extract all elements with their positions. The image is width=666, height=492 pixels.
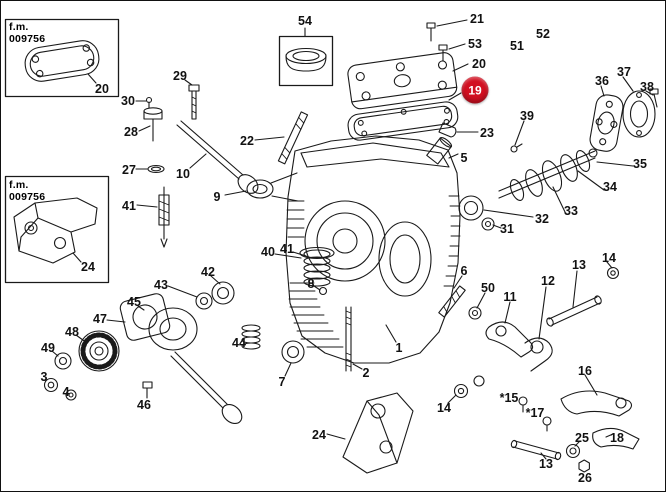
part-callout-13: 13 xyxy=(572,258,586,272)
part-callout-2: 2 xyxy=(362,366,370,380)
cylinder-head-body xyxy=(224,135,461,364)
part-callout-10: 10 xyxy=(176,167,190,181)
part-callout-18: 18 xyxy=(610,431,624,445)
part-callout-49: 49 xyxy=(41,341,55,355)
part-callout-40: 40 xyxy=(261,245,275,259)
part-callout-42: 42 xyxy=(201,265,215,279)
side-stud xyxy=(438,275,486,320)
selected-part-marker-19[interactable]: 19 xyxy=(461,76,489,104)
part-callout-12: 12 xyxy=(541,274,555,288)
part-callout-4: 4 xyxy=(62,385,70,399)
cover-screws xyxy=(426,19,468,62)
part-callout-51: 51 xyxy=(510,39,524,53)
breather-valve xyxy=(438,122,479,138)
inset-cover-box xyxy=(4,18,120,98)
detent-pin xyxy=(510,120,525,153)
part-callout-15: *15 xyxy=(499,391,519,405)
part-callout-36: 36 xyxy=(595,74,609,88)
valve-cover-assembly xyxy=(347,52,469,141)
part-callout-54: 54 xyxy=(298,14,312,28)
part-callout-25: 25 xyxy=(575,431,589,445)
part-callout-29: 29 xyxy=(173,69,187,83)
part-callout-46: 46 xyxy=(137,398,151,412)
part-callout-48: 48 xyxy=(65,325,79,339)
part-callout-47: 47 xyxy=(93,312,107,326)
adjuster-rod xyxy=(136,186,170,248)
part-callout-6: 6 xyxy=(460,264,468,278)
part-callout-5: 5 xyxy=(460,151,468,165)
part-callout-17: *17 xyxy=(525,406,545,420)
fm-line: f.m. xyxy=(9,21,29,33)
belt-covers xyxy=(106,293,198,351)
part-callout-3: 3 xyxy=(40,370,48,384)
part-callout-1: 1 xyxy=(395,341,403,355)
part-callout-38: 38 xyxy=(640,80,654,94)
head-stud xyxy=(254,111,309,165)
part-callout-44: 44 xyxy=(232,336,246,350)
part-callout-35: 35 xyxy=(633,157,647,171)
tappet-adjuster-group xyxy=(135,79,200,174)
part-callout-39: 39 xyxy=(520,109,534,123)
part-callout-45: 45 xyxy=(127,295,141,309)
part-callout-31: 31 xyxy=(500,222,514,236)
part-callout-9: 9 xyxy=(213,190,221,204)
part-callout-11: 11 xyxy=(503,290,517,304)
part-callout-8: 8 xyxy=(307,277,315,291)
part-callout-13: 13 xyxy=(539,457,553,471)
part-callout-14: 14 xyxy=(437,401,451,415)
part-callout-20: 20 xyxy=(472,57,486,71)
part-callout-33: 33 xyxy=(564,204,578,218)
part-callout-20: 20 xyxy=(95,82,109,96)
part-callout-30: 30 xyxy=(121,94,135,108)
part-callout-50: 50 xyxy=(481,281,495,295)
cam-end-cover xyxy=(589,76,659,152)
part-callout-52: 52 xyxy=(536,27,550,41)
part-callout-53: 53 xyxy=(468,37,482,51)
exhaust-valve xyxy=(142,351,243,425)
lower-bracket xyxy=(326,392,414,474)
inset-bracket-box xyxy=(4,175,110,284)
part-callout-43: 43 xyxy=(154,278,168,292)
valve-seals xyxy=(167,275,235,310)
center-stud xyxy=(345,306,363,372)
part-callout-24: 24 xyxy=(81,260,95,274)
part-callout-27: 27 xyxy=(122,163,136,177)
rocker-arm-group xyxy=(447,261,640,473)
part-callout-23: 23 xyxy=(480,126,494,140)
fm-line: f.m. xyxy=(9,179,29,191)
part-callout-21: 21 xyxy=(470,12,484,26)
cap-54-box xyxy=(278,27,334,87)
part-callout-41: 41 xyxy=(122,199,136,213)
tappet-bucket xyxy=(281,340,305,377)
fm-code: 009756 xyxy=(9,190,46,203)
inset-code-top: f.m. 009756 xyxy=(9,21,46,46)
part-callout-22: 22 xyxy=(240,134,254,148)
part-callout-32: 32 xyxy=(535,212,549,226)
part-callout-24: 24 xyxy=(312,428,326,442)
fm-code: 009756 xyxy=(9,32,46,45)
valve-springs xyxy=(274,246,335,296)
belt-pulley xyxy=(43,330,120,401)
coil-spring xyxy=(241,324,261,350)
part-callout-14: 14 xyxy=(602,251,616,265)
inset-code-mid: f.m. 009756 xyxy=(9,179,46,204)
part-callout-37: 37 xyxy=(617,65,631,79)
part-callout-16: 16 xyxy=(578,364,592,378)
part-callout-28: 28 xyxy=(124,125,138,139)
intake-valve xyxy=(176,120,259,194)
part-callout-26: 26 xyxy=(578,471,592,485)
camshaft-assembly xyxy=(458,148,634,231)
part-callout-34: 34 xyxy=(603,180,617,194)
part-callout-7: 7 xyxy=(278,375,286,389)
part-callout-41: 41 xyxy=(280,242,294,256)
